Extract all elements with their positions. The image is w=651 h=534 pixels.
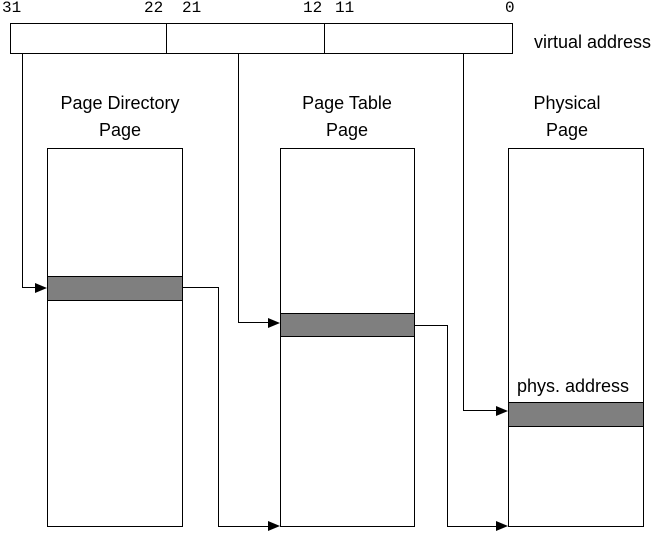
connector-pde-exit-horizontal <box>183 287 218 288</box>
physical-page-box <box>508 148 644 527</box>
page-table-title: Page Table Page <box>277 90 417 144</box>
page-directory-entry-highlight <box>47 276 183 301</box>
virtual-address-label: virtual address <box>534 32 651 52</box>
field-divider-table-offset <box>324 24 325 53</box>
virtual-address-box <box>10 23 513 54</box>
bit-label-12: 12 <box>303 0 323 17</box>
field-divider-dir-table <box>166 24 167 53</box>
page-table-box <box>280 148 415 527</box>
arrowhead-phys-address <box>496 406 508 416</box>
bit-label-11: 11 <box>335 0 355 17</box>
connector-offset-vertical <box>463 54 464 410</box>
arrowhead-dir-entry <box>35 283 47 293</box>
arrowhead-table-entry <box>268 318 280 328</box>
connector-dir-index-horizontal <box>22 287 36 288</box>
connector-offset-horizontal <box>463 410 496 411</box>
connector-table-index-vertical <box>238 54 239 323</box>
physical-address-highlight <box>508 402 644 427</box>
connector-pte-bottom-horizontal <box>447 526 496 527</box>
page-table-title-line1: Page Table <box>302 93 392 113</box>
page-directory-title-line2: Page <box>98 120 142 140</box>
bit-label-31: 31 <box>2 0 22 17</box>
arrowhead-physical-page-base <box>496 521 508 531</box>
arrowhead-page-table-base <box>268 521 280 531</box>
phys-address-label: phys. address <box>517 376 630 396</box>
connector-pde-vertical <box>218 287 219 527</box>
physical-page-title: Physical Page <box>497 90 637 144</box>
physical-page-title-line2: Page <box>545 120 589 140</box>
bit-label-21: 21 <box>182 0 202 17</box>
connector-dir-index-vertical <box>22 54 23 288</box>
page-table-title-line2: Page <box>325 120 369 140</box>
bit-label-0: 0 <box>505 0 515 17</box>
connector-pde-bottom-horizontal <box>218 526 268 527</box>
connector-pte-vertical <box>447 325 448 527</box>
page-directory-title: Page Directory Page <box>50 90 190 144</box>
page-table-entry-highlight <box>280 313 415 337</box>
page-directory-box <box>47 148 183 527</box>
page-directory-title-line1: Page Directory <box>60 93 180 113</box>
physical-page-title-line1: Physical <box>533 93 601 113</box>
connector-table-index-horizontal <box>238 322 268 323</box>
connector-pte-exit-horizontal <box>415 325 447 326</box>
bit-label-22: 22 <box>144 0 164 17</box>
